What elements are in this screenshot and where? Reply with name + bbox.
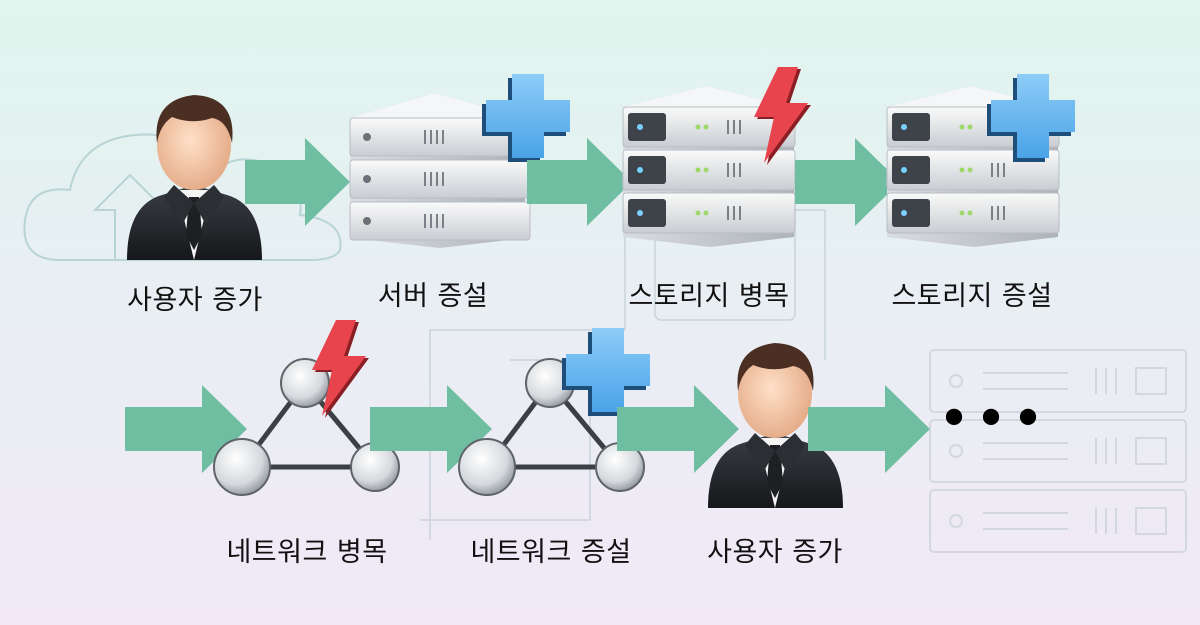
flow-arrow [370,385,492,473]
lightning-bolt-icon [754,67,811,165]
user-growth-person-icon [708,343,843,508]
flow-arrow [617,385,739,473]
server-stack-icon [349,93,531,248]
flow-arrow [808,385,930,473]
flow-arrow [527,138,632,226]
network-triangle-icon [458,358,645,496]
flow-arrow [245,138,350,226]
background-server-rack-icon [929,349,1187,553]
lightning-bolt-icon [312,320,369,418]
step-label-storage-bottleneck: 스토리지 병목 [628,281,790,312]
flow-arrow [125,385,247,473]
plus-icon [562,328,650,416]
step-label-storage-expansion: 스토리지 증설 [891,281,1053,312]
step-label-network-expansion: 네트워크 증설 [470,537,632,568]
flow-arrow [795,138,900,226]
plus-icon [482,74,570,162]
step-label-user-growth: 사용자 증가 [707,537,843,568]
user-growth-person-icon [127,95,262,260]
step-label-server-expansion: 서버 증설 [377,281,489,312]
plus-icon [987,74,1075,162]
step-label-user-growth: 사용자 증가 [127,285,263,316]
storage-server-icon [622,86,796,247]
step-label-network-bottleneck: 네트워크 병목 [226,537,388,568]
continuation-ellipsis: ••• [937,387,1049,452]
